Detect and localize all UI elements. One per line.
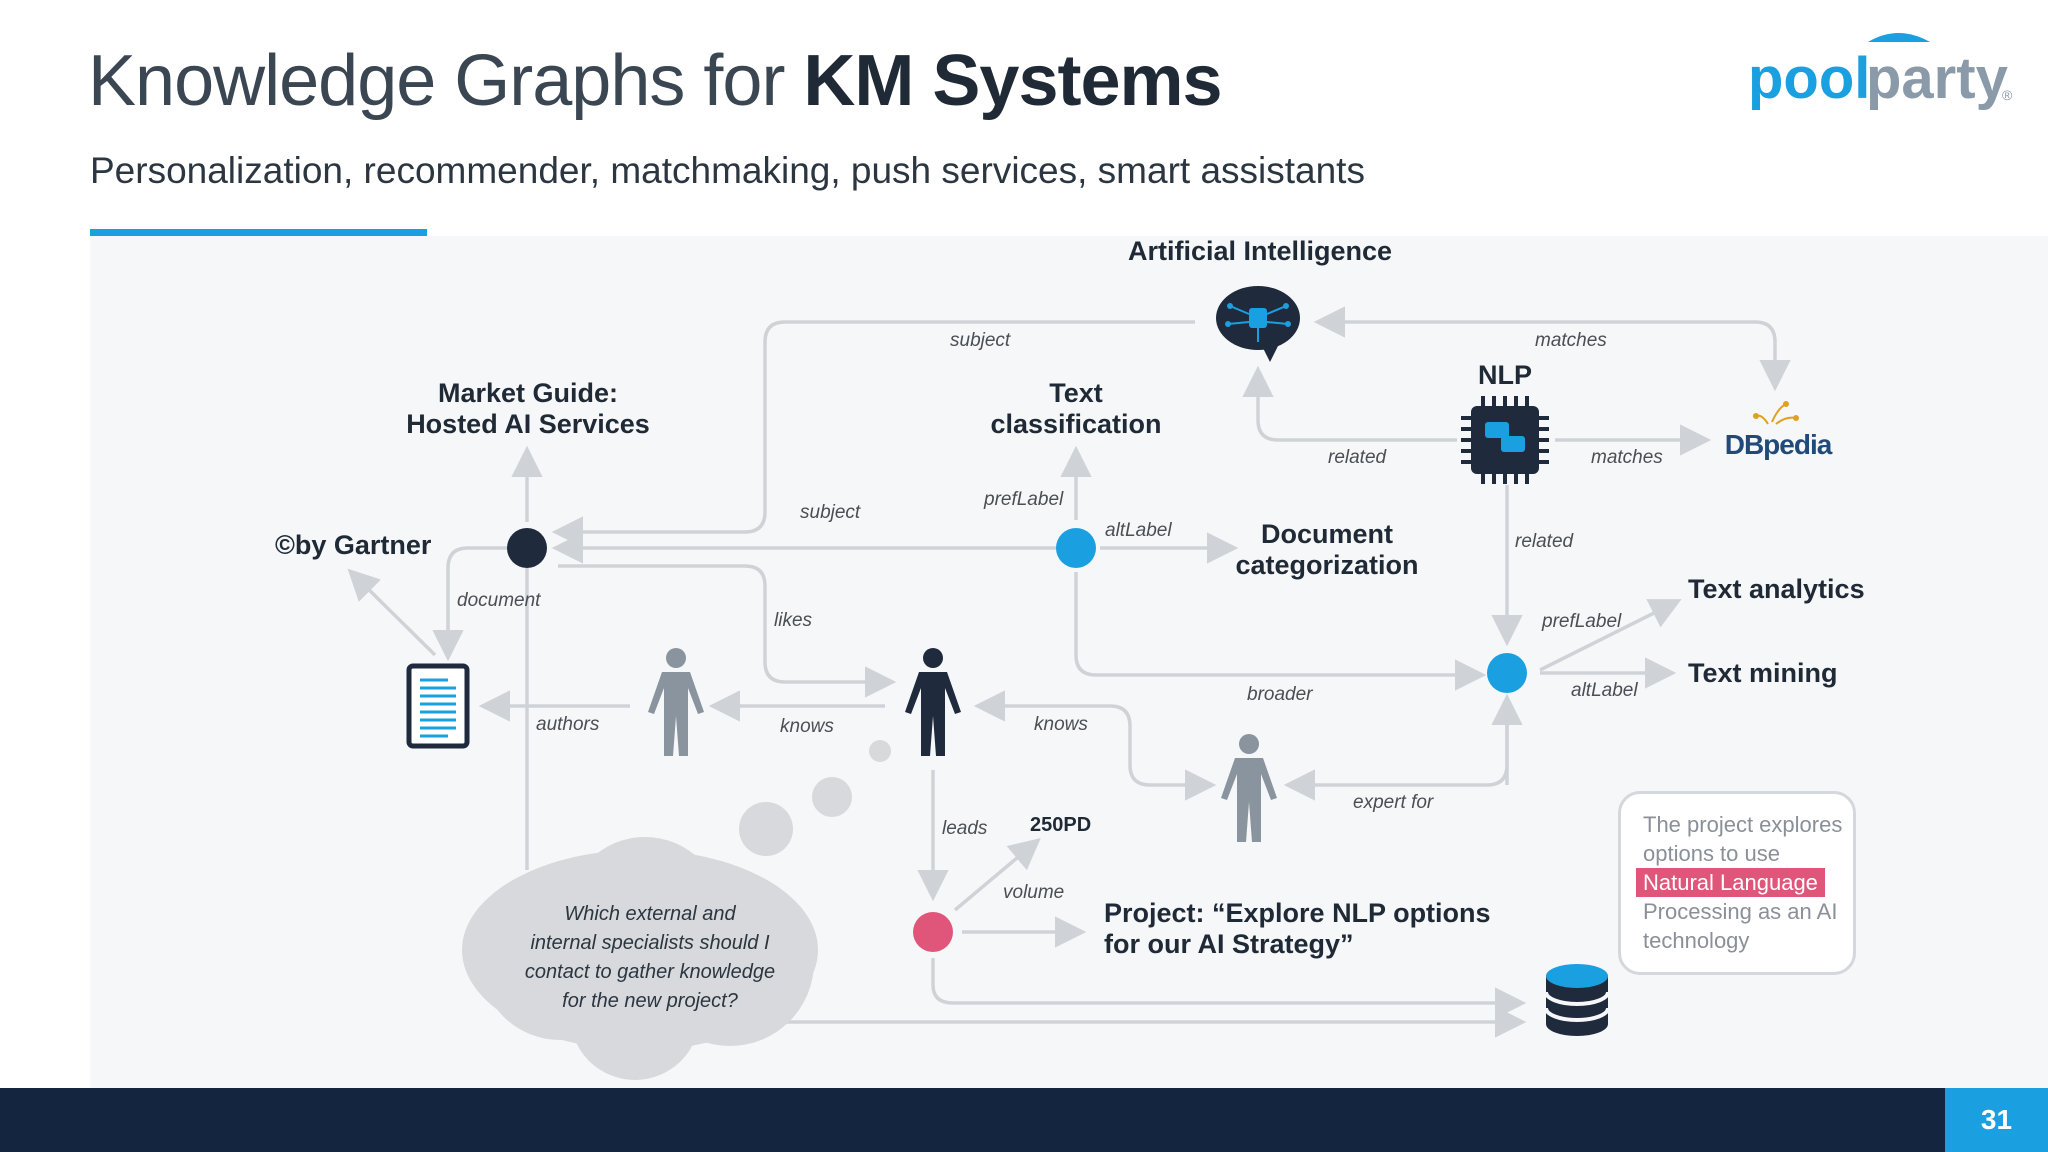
person-icon-grey-left xyxy=(648,648,704,756)
edge-volume xyxy=(953,837,1041,912)
edge-subject-top xyxy=(551,320,1195,548)
edge-label-altlabel-dc: altLabel xyxy=(1105,520,1172,541)
title-bold: KM Systems xyxy=(803,41,1222,121)
edge-gartner xyxy=(347,568,437,657)
note-line: The project explores xyxy=(1643,812,1843,837)
brain-icon xyxy=(1216,286,1300,362)
node-label-text-mining: Text mining xyxy=(1688,658,1838,688)
edge-document xyxy=(432,546,508,662)
person-icon-dark xyxy=(905,648,961,756)
edge-broader xyxy=(1074,572,1487,691)
note-line: Processing as an AI xyxy=(1643,899,1838,924)
edge-matches-top xyxy=(1754,320,1791,392)
edge-label-likes: likes xyxy=(774,610,813,631)
edge-label-matches-nlp: matches xyxy=(1591,447,1663,468)
node-label-ai: Artificial Intelligence xyxy=(1128,236,1392,266)
logo-registered-mark: ® xyxy=(2002,87,2013,103)
node-label-project-2: for our AI Strategy” xyxy=(1104,929,1354,959)
node-label-doc-cat-2: categorization xyxy=(1235,550,1418,580)
node-label-nlp: NLP xyxy=(1478,360,1532,390)
thought-line: for the new project? xyxy=(562,990,738,1012)
node-label-gartner: ©by Gartner xyxy=(275,530,432,560)
umbrella-icon xyxy=(1868,33,1930,42)
dbpedia-text: DBpedia xyxy=(1725,429,1833,460)
graph-edges xyxy=(347,306,1791,1038)
edge-related-ai xyxy=(1242,365,1457,442)
edge-label-broader: broader xyxy=(1247,684,1313,705)
poolparty-logo: pool party ® xyxy=(1748,33,2013,111)
node-label-text-class-1: Text xyxy=(1049,378,1103,408)
node-label-project-1: Project: “Explore NLP options xyxy=(1104,898,1491,928)
dbpedia-logo: DBpedia xyxy=(1725,401,1834,460)
database-icon xyxy=(1544,964,1610,1036)
slide-subtitle: Personalization, recommender, matchmakin… xyxy=(90,150,1365,191)
thought-bubble-text: Which external and internal specialists … xyxy=(500,900,800,1016)
node-label-market-guide-1: Market Guide: xyxy=(438,378,618,408)
thought-line: Which external and xyxy=(564,903,736,925)
edge-label-subject-mid: subject xyxy=(800,502,861,523)
node-label-text-class-2: classification xyxy=(990,409,1161,439)
edge-label-preflabel-ta: prefLabel xyxy=(1541,611,1622,632)
edge-knows-right-down xyxy=(1109,704,1217,801)
note-line: options to use xyxy=(1643,841,1780,866)
edge-expert-for xyxy=(1283,700,1509,801)
edge-preflabel-ta xyxy=(1539,599,1682,672)
slide-title: Knowledge Graphs for KM Systems xyxy=(88,40,1223,122)
title-light: Knowledge Graphs for xyxy=(88,41,804,121)
edge-label-preflabel-tc: prefLabel xyxy=(983,489,1064,510)
edge-label-matches-top: matches xyxy=(1535,330,1607,351)
note-highlight: Natural Language xyxy=(1636,868,1825,897)
edge-label-expert-for: expert for xyxy=(1353,792,1434,813)
accent-underline xyxy=(90,229,427,236)
note-line: technology xyxy=(1643,928,1750,953)
footer-bar xyxy=(0,1088,2048,1152)
logo-text-pool: pool xyxy=(1748,46,1870,111)
edge-label-leads: leads xyxy=(942,818,988,839)
thought-line: internal specialists should I xyxy=(530,932,770,954)
edge-label-related-ai: related xyxy=(1328,447,1388,468)
page-number: 31 xyxy=(1945,1088,2048,1152)
nlp-chip-icon xyxy=(1461,396,1549,484)
node-label-doc-cat-1: Document xyxy=(1261,519,1393,549)
node-market-guide xyxy=(507,528,547,568)
edge-label-subject-top: subject xyxy=(950,330,1011,351)
thought-bubble xyxy=(462,740,891,1080)
edge-label-related-nlp: related xyxy=(1515,531,1575,552)
edge-label-volume: volume xyxy=(1003,882,1064,903)
thought-line: contact to gather knowledge xyxy=(524,961,776,983)
node-label-250pd: 250PD xyxy=(1030,814,1091,836)
project-note-box: The project explores options to use Natu… xyxy=(1618,791,1856,975)
node-label-text-analytics: Text analytics xyxy=(1688,574,1865,604)
edge-db-1 xyxy=(931,958,1527,1019)
edge-label-altlabel-tm: altLabel xyxy=(1571,680,1638,701)
document-icon xyxy=(406,663,470,749)
edge-label-knows-left: knows xyxy=(780,716,834,737)
edge-label-document: document xyxy=(457,590,541,611)
logo-text-party: party xyxy=(1866,46,2008,111)
person-icon-grey-right xyxy=(1221,734,1277,842)
node-label-market-guide-2: Hosted AI Services xyxy=(406,409,650,439)
node-nlp-concept xyxy=(1487,653,1527,693)
node-concept-blue xyxy=(1056,528,1096,568)
edge-likes xyxy=(558,564,897,698)
edge-label-authors: authors xyxy=(536,714,600,735)
node-project xyxy=(913,912,953,952)
edge-label-knows-right: knows xyxy=(1034,714,1088,735)
